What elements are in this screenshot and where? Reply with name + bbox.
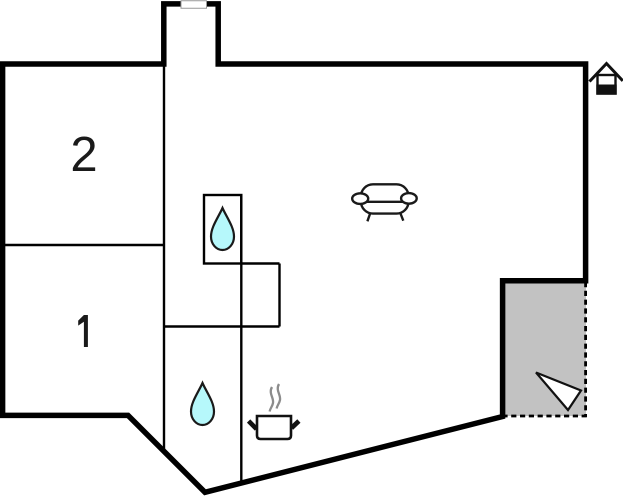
svg-text:2: 2: [70, 128, 97, 182]
